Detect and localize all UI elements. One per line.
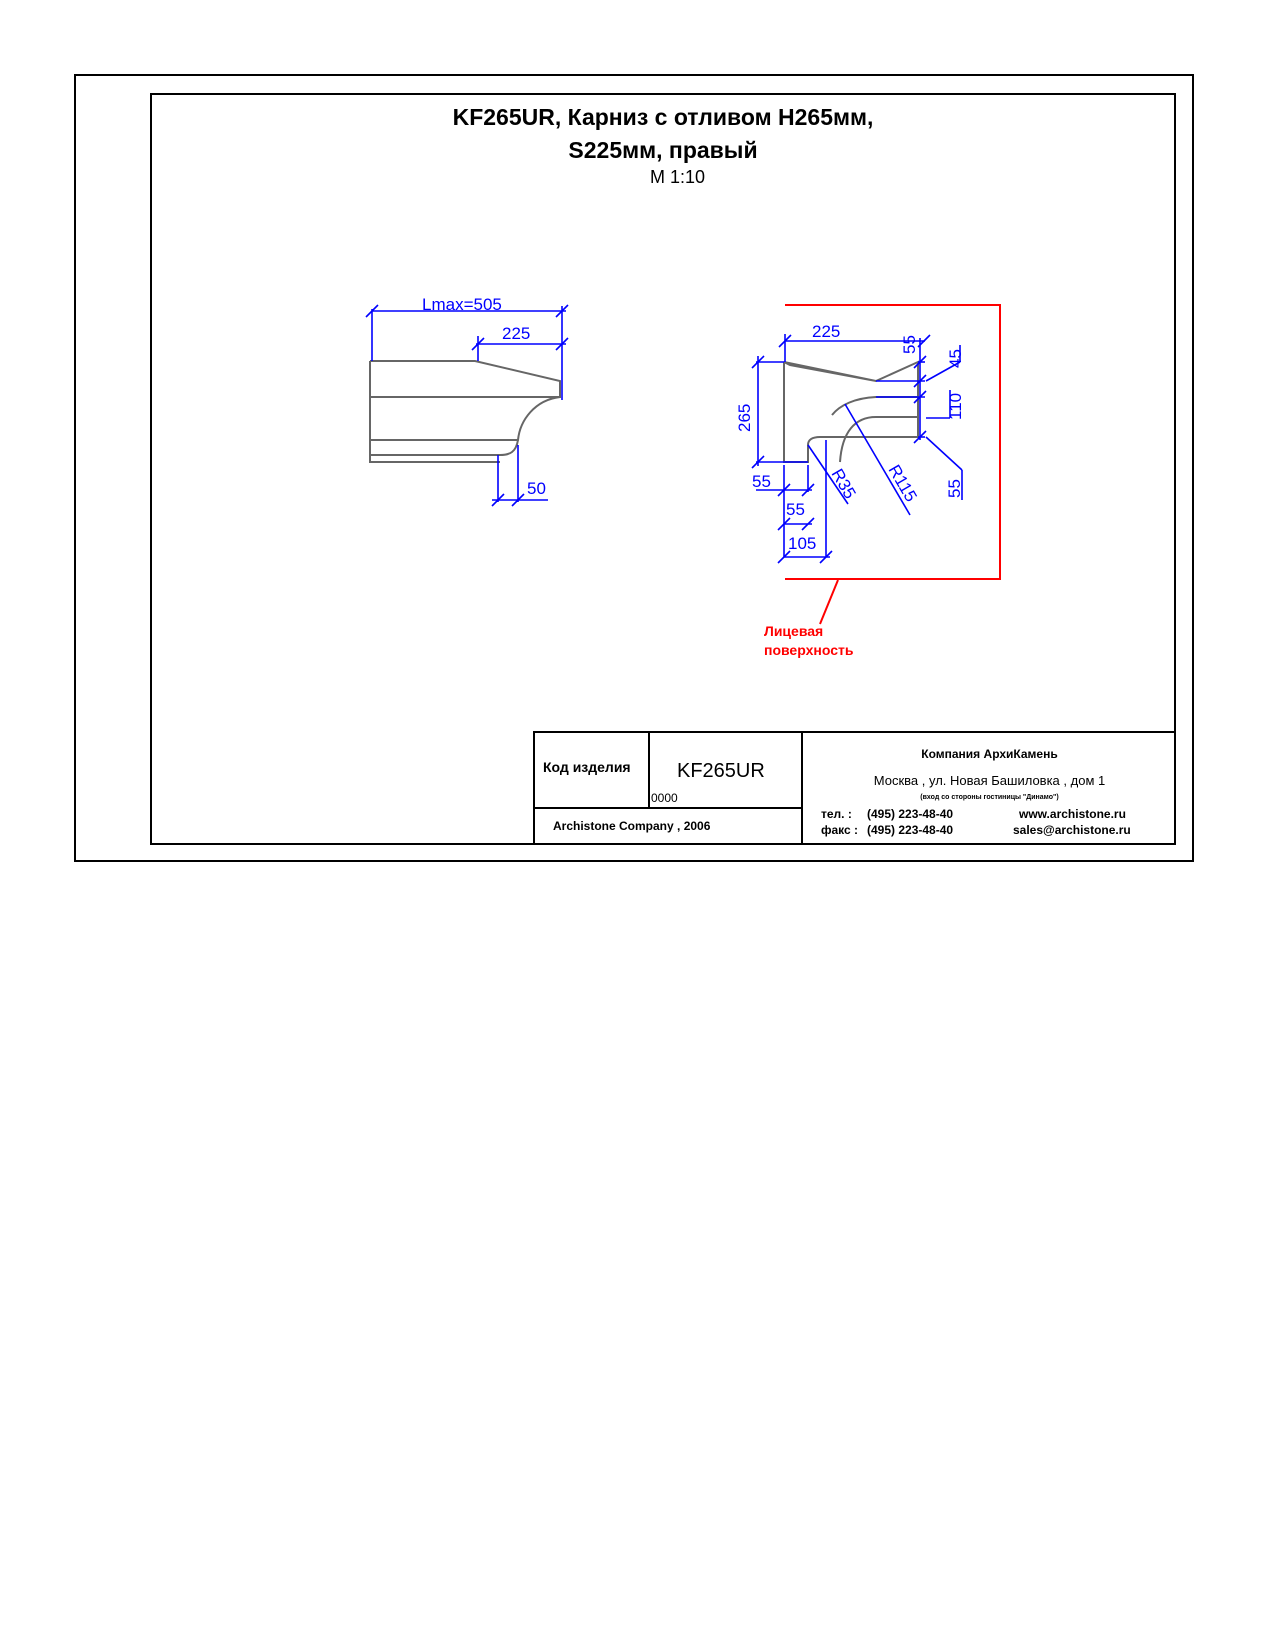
face-surface-label-line2: поверхность: [764, 642, 854, 658]
section-dims: [751, 334, 963, 564]
website-link[interactable]: www.archistone.ru: [1019, 807, 1126, 821]
dim-section-265: 265: [735, 404, 754, 432]
front-view: [369, 360, 561, 463]
dim-lmax: Lmax=505: [422, 295, 502, 314]
phone-label: тел. :: [821, 807, 852, 821]
front-view-outline: [369, 360, 561, 463]
dim-radius-r115: R115: [885, 462, 921, 506]
copyright-text: Archistone Company , 2006: [553, 819, 711, 833]
face-surface: [785, 304, 1001, 625]
fax-value: (495) 223-48-40: [867, 823, 954, 837]
face-surface-label: Лицевая поверхность: [764, 622, 853, 660]
dim-section-55-left: 55: [752, 472, 771, 491]
dim-section-55-top: 55: [900, 335, 919, 354]
sheet-inner-frame: [150, 93, 1176, 845]
drawing-title-line1: KF265UR, Карниз с отливом H265мм,: [452, 104, 874, 130]
title-block-divider: [801, 733, 803, 845]
dim-section-225: 225: [812, 322, 840, 341]
company-address: Москва , ул. Новая Башиловка , дом 1: [873, 773, 1106, 788]
front-view-dims: [365, 304, 569, 507]
address-note: (вход со стороны гостиницы "Динамо"): [920, 794, 1059, 801]
product-code-label: Код изделия: [543, 759, 631, 775]
company-name: Компания АрхиКамень: [921, 747, 1058, 761]
title-block-divider: [648, 733, 650, 809]
dim-front-50: 50: [527, 479, 546, 498]
dim-radius-r35: R35: [828, 466, 860, 503]
fax-label: факс :: [821, 823, 859, 837]
phone-value: (495) 223-48-40: [867, 807, 954, 821]
dim-front-225: 225: [502, 324, 530, 343]
sheet-outer-frame: [74, 74, 1194, 862]
dim-section-105: 105: [788, 534, 816, 553]
product-code-number: 0000: [651, 791, 678, 805]
dim-section-110: 110: [946, 393, 965, 420]
dim-section-55-right: 55: [945, 479, 964, 498]
dim-section-55-inner: 55: [786, 500, 805, 519]
dim-section-45: 45: [946, 349, 965, 368]
section-outline: [783, 360, 919, 463]
product-code-value: KF265UR: [677, 760, 765, 782]
title-block-divider: [535, 807, 801, 809]
drawing-scale: М 1:10: [650, 167, 706, 187]
email-link[interactable]: sales@archistone.ru: [1013, 823, 1131, 837]
drawing-title-line2: S225мм, правый: [568, 137, 758, 163]
title-block: Код изделия KF265UR 0000 Archistone Comp…: [533, 731, 1174, 845]
face-surface-label-line1: Лицевая: [764, 623, 824, 639]
